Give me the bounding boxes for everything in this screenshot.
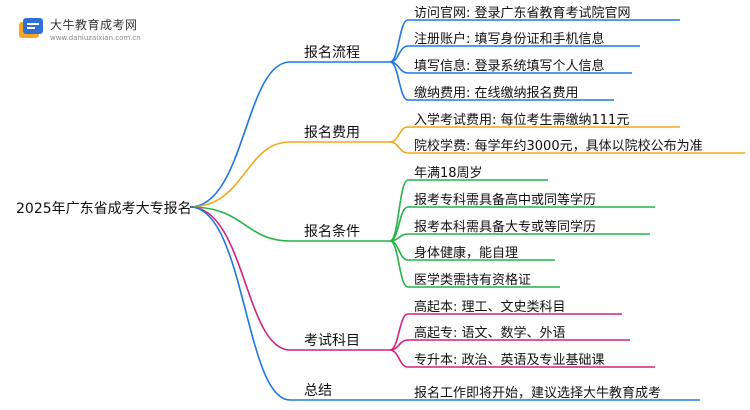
branch-leaf-connector (389, 313, 622, 351)
branch-leaf-connector (389, 240, 560, 288)
root-branch-connector (189, 141, 390, 208)
branch-label[interactable]: 考试科目 (304, 333, 360, 349)
leaf-label[interactable]: 缴纳费用: 在线缴纳报名费用 (414, 86, 579, 101)
leaf-label[interactable]: 访问官网: 登录广东省教育考试院官网 (414, 6, 631, 21)
root-branch-connector (189, 206, 390, 351)
leaf-label[interactable]: 报考本科需具备大专或等同学历 (414, 220, 597, 235)
branch-leaf-connector (389, 349, 655, 368)
root-branch-connector (189, 206, 390, 242)
branch-leaf-connector (389, 233, 650, 242)
root-branch-connector (189, 206, 390, 401)
branch-label[interactable]: 报名费用 (304, 125, 360, 141)
leaf-label[interactable]: 高起专: 语文、数学、外语 (414, 326, 566, 341)
root-branch-connector (189, 61, 390, 208)
leaf-label[interactable]: 注册账户: 填写身份证和手机信息 (414, 32, 605, 47)
leaf-label[interactable]: 医学类需持有资格证 (414, 273, 532, 288)
branch-leaf-connector (389, 206, 655, 242)
leaf-label[interactable]: 入学考试费用: 每位考生需缴纳111元 (414, 113, 630, 128)
branch-leaf-connector (389, 339, 630, 351)
leaf-label[interactable]: 身体健康，能自理 (414, 246, 519, 261)
leaf-label[interactable]: 报考专科需具备高中或同等学历 (414, 193, 597, 208)
branch-leaf-connector (389, 61, 614, 101)
branch-leaf-connector (389, 141, 745, 154)
leaf-label[interactable]: 填写信息: 登录系统填写个人信息 (414, 59, 605, 74)
root-node[interactable]: 2025年广东省成考大专报名 (16, 201, 192, 217)
branch-label[interactable]: 总结 (304, 383, 332, 399)
branch-leaf-connector (389, 126, 680, 143)
badge-icon (19, 18, 43, 38)
site-logo[interactable]: 大牛教育成考网 www.daniuzaixian.com.cn (14, 12, 141, 48)
logo-url: www.daniuzaixian.com.cn (50, 34, 141, 42)
branch-label[interactable]: 报名流程 (304, 45, 360, 61)
logo-title: 大牛教育成考网 (50, 18, 138, 32)
leaf-label[interactable]: 年满18周岁 (414, 166, 483, 181)
leaf-label[interactable]: 专升本: 政治、英语及专业基础课 (414, 353, 605, 368)
leaf-label[interactable]: 院校学费: 每学年约3000元，具体以院校公布为准 (414, 139, 703, 154)
branch-label[interactable]: 报名条件 (304, 224, 360, 240)
branch-leaf-connector (389, 45, 640, 63)
leaf-label[interactable]: 报名工作即将开始，建议选择大牛教育成考 (414, 386, 662, 401)
leaf-label[interactable]: 高起本: 理工、文史类科目 (414, 300, 566, 315)
